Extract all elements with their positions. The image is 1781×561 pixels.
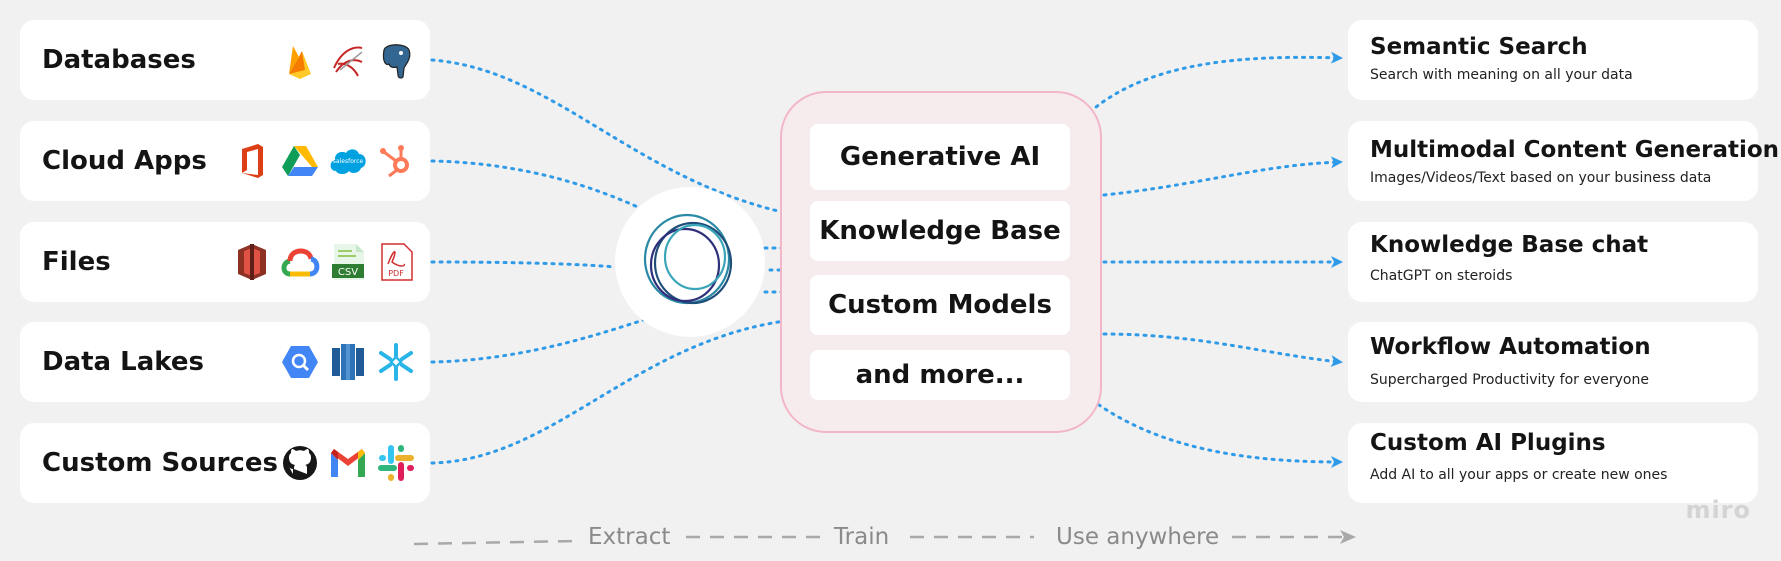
source-label: Data Lakes [42,347,204,377]
csv-text: CSV [338,267,358,278]
connector-out-2 [1102,156,1343,197]
source-label: Files [42,247,111,277]
output-subtitle: Supercharged Productivity for everyone [1370,372,1649,388]
hubspot-icon [380,145,409,178]
github-icon [283,446,317,480]
source-card-files[interactable]: Files CSV PDF [20,222,430,302]
aws-s3-icon [238,244,266,280]
output-subtitle: Add AI to all your apps or create new on… [1370,467,1668,483]
output-subtitle: ChatGPT on steroids [1370,268,1513,284]
source-label: Cloud Apps [42,146,207,176]
source-label: Custom Sources [42,448,278,478]
redshift-icon [332,344,364,380]
office-icon [242,144,263,178]
center-item-knowledge-base[interactable]: Knowledge Base [810,201,1070,261]
legend-train: Train [834,524,890,550]
output-card-semantic-search[interactable]: Semantic Search Search with meaning on a… [1348,20,1758,100]
salesforce-text: salesforce [333,158,364,165]
connector-databases [430,58,814,220]
output-card-knowledge-chat[interactable]: Knowledge Base chat ChatGPT on steroids [1348,222,1758,302]
slack-icon [378,445,414,481]
csv-file-icon: CSV [332,244,364,280]
source-card-databases[interactable]: Databases [20,20,430,100]
output-title: Custom AI Plugins [1370,430,1606,456]
concentric-circles-logo-icon [643,213,733,305]
platform-hub [615,187,765,337]
legend-use-anywhere: Use anywhere [1056,524,1220,550]
source-label: Databases [42,45,196,75]
output-subtitle: Search with meaning on all your data [1370,67,1633,83]
output-subtitle: Images/Videos/Text based on your busines… [1370,170,1712,186]
output-card-workflow[interactable]: Workflow Automation Supercharged Product… [1348,322,1758,402]
source-card-data-lakes[interactable]: Data Lakes [20,322,430,402]
connector-custom-sources [430,316,814,465]
google-cloud-icon [281,248,320,277]
output-title: Workflow Automation [1370,334,1651,360]
miro-watermark: miro [1685,496,1751,524]
center-item-custom-models[interactable]: Custom Models [810,275,1070,335]
center-item-and-more[interactable]: and more... [810,350,1070,400]
gmail-icon [331,449,365,477]
legend-dash-1 [413,539,577,546]
pdf-file-icon: PDF [381,243,413,281]
output-title: Knowledge Base chat [1370,232,1649,258]
connector-cloud-apps [430,159,642,210]
legend-extract: Extract [588,524,671,550]
pdf-text: PDF [388,269,404,278]
output-card-multimodal[interactable]: Multimodal Content Generation Images/Vid… [1348,121,1779,201]
output-card-plugins[interactable]: Custom AI Plugins Add AI to all your app… [1348,423,1758,503]
connector-out-4 [1102,332,1343,368]
google-drive-icon [282,146,318,176]
output-title: Semantic Search [1370,34,1588,60]
center-item-generative-ai[interactable]: Generative AI [810,124,1070,190]
source-card-custom-sources[interactable]: Custom Sources [20,423,430,503]
connector-out-5 [1090,398,1343,468]
source-card-cloud-apps[interactable]: Cloud Apps salesforce [20,121,430,201]
firebase-icon [289,46,311,79]
sql-server-icon [333,46,363,77]
bigquery-icon [282,346,318,378]
connector-out-1 [1088,51,1343,114]
snowflake-icon [379,343,413,381]
salesforce-icon: salesforce [330,149,366,174]
output-title: Multimodal Content Generation [1370,137,1780,163]
postgresql-icon [382,44,411,79]
connector-files [430,260,617,269]
